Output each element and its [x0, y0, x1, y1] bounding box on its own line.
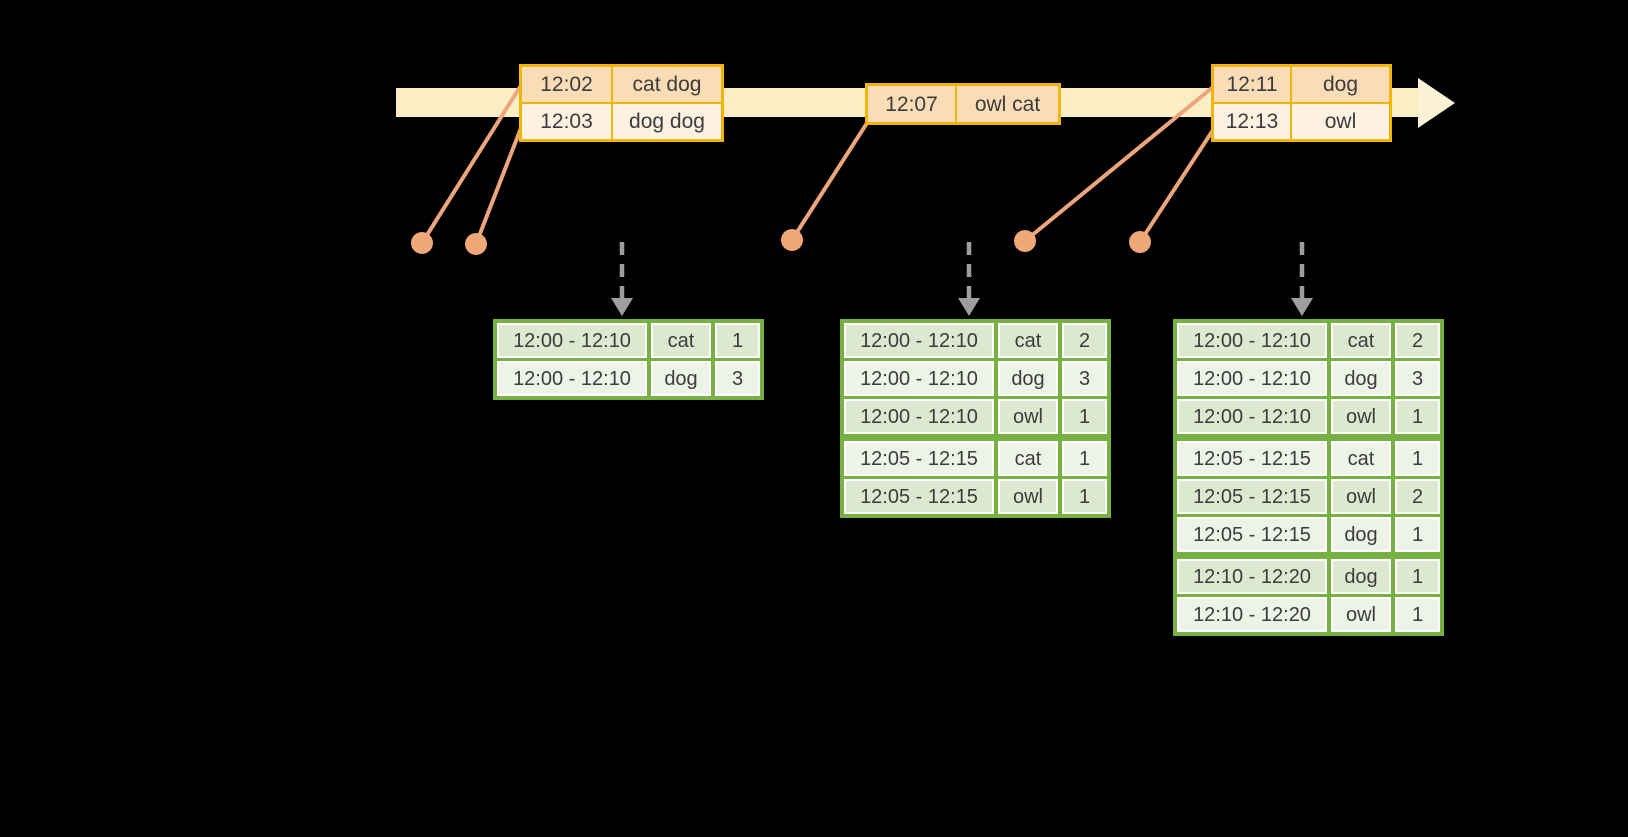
window-cell: 12:00 - 12:10 [497, 323, 647, 358]
window-cell: 12:00 - 12:10 [1177, 361, 1327, 396]
count-cell: 1 [1062, 441, 1107, 476]
window-cell: 12:05 - 12:15 [1177, 479, 1327, 514]
window-cell: 12:05 - 12:15 [1177, 441, 1327, 476]
window-cell: 12:00 - 12:10 [497, 361, 647, 396]
count-cell: 1 [1395, 441, 1440, 476]
word-cell: owl [998, 479, 1058, 514]
event-time-cell: 12:13 [1214, 104, 1290, 139]
event-dot [1014, 230, 1036, 252]
count-cell: 2 [1395, 323, 1440, 358]
trigger-arrow-icon [1291, 242, 1313, 316]
window-cell: 12:05 - 12:15 [1177, 517, 1327, 552]
count-cell: 1 [1395, 517, 1440, 552]
count-cell: 3 [1395, 361, 1440, 396]
window-cell: 12:10 - 12:20 [1177, 559, 1327, 594]
event-time-cell: 12:03 [522, 104, 611, 139]
count-cell: 2 [1062, 323, 1107, 358]
trigger-arrows [611, 242, 1313, 316]
word-cell: owl [1331, 479, 1391, 514]
window-cell: 12:00 - 12:10 [1177, 399, 1327, 434]
word-cell: cat [1331, 323, 1391, 358]
window-cell: 12:05 - 12:15 [844, 479, 994, 514]
event-words-cell: dog dog [613, 104, 721, 139]
window-cell: 12:00 - 12:10 [844, 399, 994, 434]
count-cell: 1 [1395, 559, 1440, 594]
word-cell: owl [1331, 597, 1391, 632]
word-cell: dog [1331, 361, 1391, 396]
event-time-cell: 12:02 [522, 67, 611, 102]
word-cell: cat [998, 441, 1058, 476]
window-cell: 12:05 - 12:15 [844, 441, 994, 476]
word-cell: dog [1331, 517, 1391, 552]
word-cell: cat [651, 323, 711, 358]
event-connector-lines [420, 85, 1217, 246]
word-cell: cat [998, 323, 1058, 358]
count-cell: 1 [1062, 479, 1107, 514]
window-cell: 12:00 - 12:10 [1177, 323, 1327, 358]
event-words-cell: cat dog [613, 67, 721, 102]
word-cell: owl [1331, 399, 1391, 434]
word-cell: cat [1331, 441, 1391, 476]
window-cell: 12:00 - 12:10 [844, 323, 994, 358]
trigger-arrow-icon [958, 242, 980, 316]
event-dot [1129, 231, 1151, 253]
word-cell: dog [998, 361, 1058, 396]
event-words-cell: dog [1292, 67, 1389, 102]
event-dot [411, 232, 433, 254]
timeline-arrowhead-icon [1418, 78, 1455, 128]
window-cell: 12:00 - 12:10 [844, 361, 994, 396]
count-cell: 3 [715, 361, 760, 396]
trigger-arrow-icon [611, 242, 633, 316]
count-cell: 1 [1395, 597, 1440, 632]
event-words-cell: owl cat [957, 86, 1058, 122]
word-cell: owl [998, 399, 1058, 434]
event-time-cell: 12:11 [1214, 67, 1290, 102]
count-cell: 1 [715, 323, 760, 358]
count-cell: 1 [1395, 399, 1440, 434]
count-cell: 3 [1062, 361, 1107, 396]
event-dot [465, 233, 487, 255]
event-time-cell: 12:07 [868, 86, 955, 122]
count-cell: 1 [1062, 399, 1107, 434]
event-dots [411, 229, 1151, 255]
word-cell: dog [1331, 559, 1391, 594]
window-cell: 12:10 - 12:20 [1177, 597, 1327, 632]
word-cell: dog [651, 361, 711, 396]
event-dot [781, 229, 803, 251]
event-words-cell: owl [1292, 104, 1389, 139]
count-cell: 2 [1395, 479, 1440, 514]
